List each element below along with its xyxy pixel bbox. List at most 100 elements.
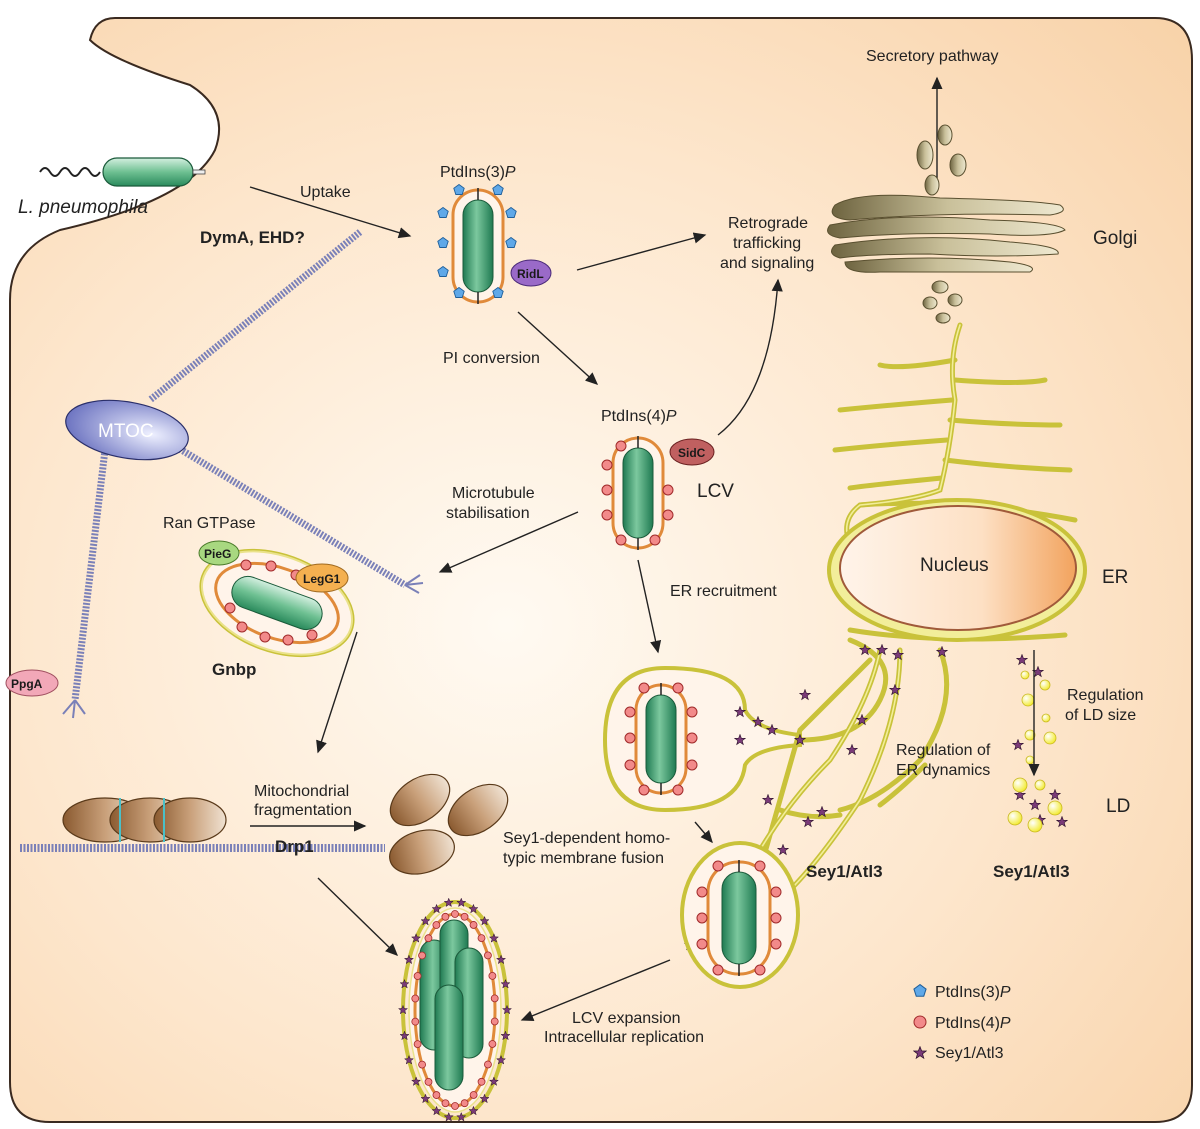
- ptdins4p-marker: [441, 912, 450, 921]
- ptdins4p-marker: [484, 1060, 492, 1069]
- ptdins4p-marker: [411, 1017, 420, 1026]
- ptdins4p-marker: [488, 971, 497, 980]
- lipid-droplet: [1012, 777, 1028, 793]
- pi-conversion-label: PI conversion: [443, 350, 540, 367]
- ptdins4p-marker: [488, 1040, 497, 1048]
- ptdins4p-marker: [413, 972, 422, 980]
- ran-to-mito-arrow: [316, 631, 358, 754]
- ppga-label: PpgA: [11, 677, 43, 691]
- ppga-protein: PpgA: [5, 669, 59, 697]
- er-label: ER: [1102, 567, 1128, 588]
- lipid-droplet: [1047, 800, 1063, 816]
- sey1-fusion-label-2: typic membrane fusion: [503, 850, 664, 867]
- nucleus: Nucleus: [827, 498, 1087, 642]
- mito-frag-label-2: fragmentation: [254, 802, 352, 819]
- legend-ptdins4p: PtdIns(4)P: [935, 1015, 1011, 1032]
- legend: PtdIns(3)P PtdIns(4)P Sey1/Atl3: [913, 984, 1011, 1062]
- golgi-label: Golgi: [1093, 228, 1137, 249]
- lcv-expansion-arrow: [520, 959, 671, 1021]
- gnbp-label: Gnbp: [212, 660, 256, 679]
- regulation-er-label-1: Regulation of: [896, 742, 991, 759]
- mtoc: MTOC: [65, 399, 189, 461]
- mito-frag-label-1: Mitochondrial: [254, 783, 349, 800]
- retrograde-label-1: Retrograde: [728, 215, 808, 232]
- legend-ptdins3p: PtdIns(3)P: [935, 984, 1011, 1001]
- lcv-fused: [680, 841, 800, 989]
- microtubule-label-1: Microtubule: [452, 485, 535, 502]
- lipid-droplet: [1039, 679, 1051, 691]
- lipid-droplet: [1043, 731, 1057, 745]
- microtubule-stabilisation-arrow: [438, 511, 579, 573]
- lipid-droplets: [1007, 670, 1063, 833]
- ran-label: Ran GTPase: [163, 515, 256, 532]
- sey1-fusion-label-1: Sey1-dependent homo-: [503, 830, 670, 847]
- retrograde-label-3: and signaling: [720, 255, 814, 272]
- secretory-label: Secretory pathway: [866, 48, 999, 65]
- nucleus-label: Nucleus: [920, 555, 989, 576]
- ptdins4p-marker: [413, 1040, 422, 1049]
- lipid-droplet: [1025, 755, 1035, 765]
- microtubules: [20, 229, 424, 852]
- ptdins4p-marker: [424, 1078, 433, 1086]
- ptdins4p-marker: [418, 1060, 426, 1069]
- ptdins4p-marker: [484, 951, 492, 960]
- golgi-apparatus: [827, 124, 1066, 324]
- microtubule-label-2: stabilisation: [446, 505, 530, 522]
- lipid-droplet: [1021, 693, 1035, 707]
- ptdins3p-label: PtdIns(3)P: [440, 164, 516, 181]
- ptdins4p-marker: [451, 910, 459, 918]
- ld-label: LD: [1106, 796, 1130, 817]
- regulation-er-label-2: ER dynamics: [896, 762, 990, 779]
- regulation-ld-label-1: Regulation: [1067, 687, 1144, 704]
- drp1-label: Drp1: [275, 837, 314, 856]
- lcv-replicative: [398, 897, 512, 1122]
- retrograde-label-2: trafficking: [733, 235, 801, 252]
- ptdins4p-marker: [418, 951, 426, 960]
- ptdins4p-marker: [432, 1091, 441, 1099]
- sidc-label: SidC: [678, 446, 706, 460]
- retrograde-arrow: [576, 232, 707, 271]
- pi-conversion-arrow: [517, 311, 599, 385]
- er-recruitment-label: ER recruitment: [670, 583, 777, 600]
- legend-sey1: Sey1/Atl3: [935, 1045, 1004, 1062]
- ptdins4p-marker: [441, 1099, 450, 1108]
- ridl-label: RidL: [517, 267, 544, 281]
- legg1-label: LegG1: [303, 572, 341, 586]
- uptake-arrow: [249, 186, 412, 239]
- sey1-ld-label: Sey1/Atl3: [993, 862, 1070, 881]
- ptdins4p-marker: [490, 994, 499, 1003]
- legend-circle-icon: [913, 1015, 927, 1029]
- ptdins4p-label: PtdIns(4)P: [601, 408, 677, 425]
- fragmented-mitochondria: [389, 773, 509, 875]
- ptdins4p-marker: [411, 994, 420, 1003]
- l-pneumophila-bacterium: L. pneumophila: [18, 157, 206, 218]
- uptake-label: Uptake: [300, 184, 351, 201]
- lipid-droplet: [1007, 810, 1023, 826]
- lcv-er-recruited: [602, 665, 802, 813]
- lipid-droplet: [1020, 670, 1030, 680]
- bacterium-label: L. pneumophila: [18, 197, 148, 218]
- mtoc-label: MTOC: [98, 421, 154, 442]
- lipid-droplet: [1024, 729, 1036, 741]
- ptdins4p-marker: [490, 1017, 499, 1026]
- regulation-ld-label-2: of LD size: [1065, 707, 1136, 724]
- dyma-label: DymA, EHD?: [200, 228, 305, 247]
- er-recruitment-arrow: [637, 559, 662, 654]
- lipid-droplet: [1041, 713, 1051, 723]
- ptdins4p-marker: [424, 934, 433, 943]
- pieg-label: PieG: [204, 547, 231, 561]
- ptdins4p-marker: [469, 1091, 478, 1099]
- lipid-droplet: [1034, 779, 1046, 791]
- mitochondria-network: [62, 797, 227, 843]
- ptdins4p-marker: [477, 934, 486, 942]
- lcv-expansion-label-2: Intracellular replication: [544, 1029, 704, 1046]
- lcv-ptdins3p: PtdIns(3)P RidL: [437, 164, 552, 304]
- to-replication-arrow: [317, 877, 399, 956]
- ptdins4p-marker: [469, 921, 478, 929]
- lcv-label: LCV: [697, 481, 734, 502]
- ptdins4p-marker: [477, 1077, 486, 1086]
- lcv-expansion-label-1: LCV expansion: [572, 1010, 681, 1027]
- sey1-lcv-label: Sey1/Atl3: [806, 862, 883, 881]
- lcv-to-retrograde-arrow: [717, 278, 783, 436]
